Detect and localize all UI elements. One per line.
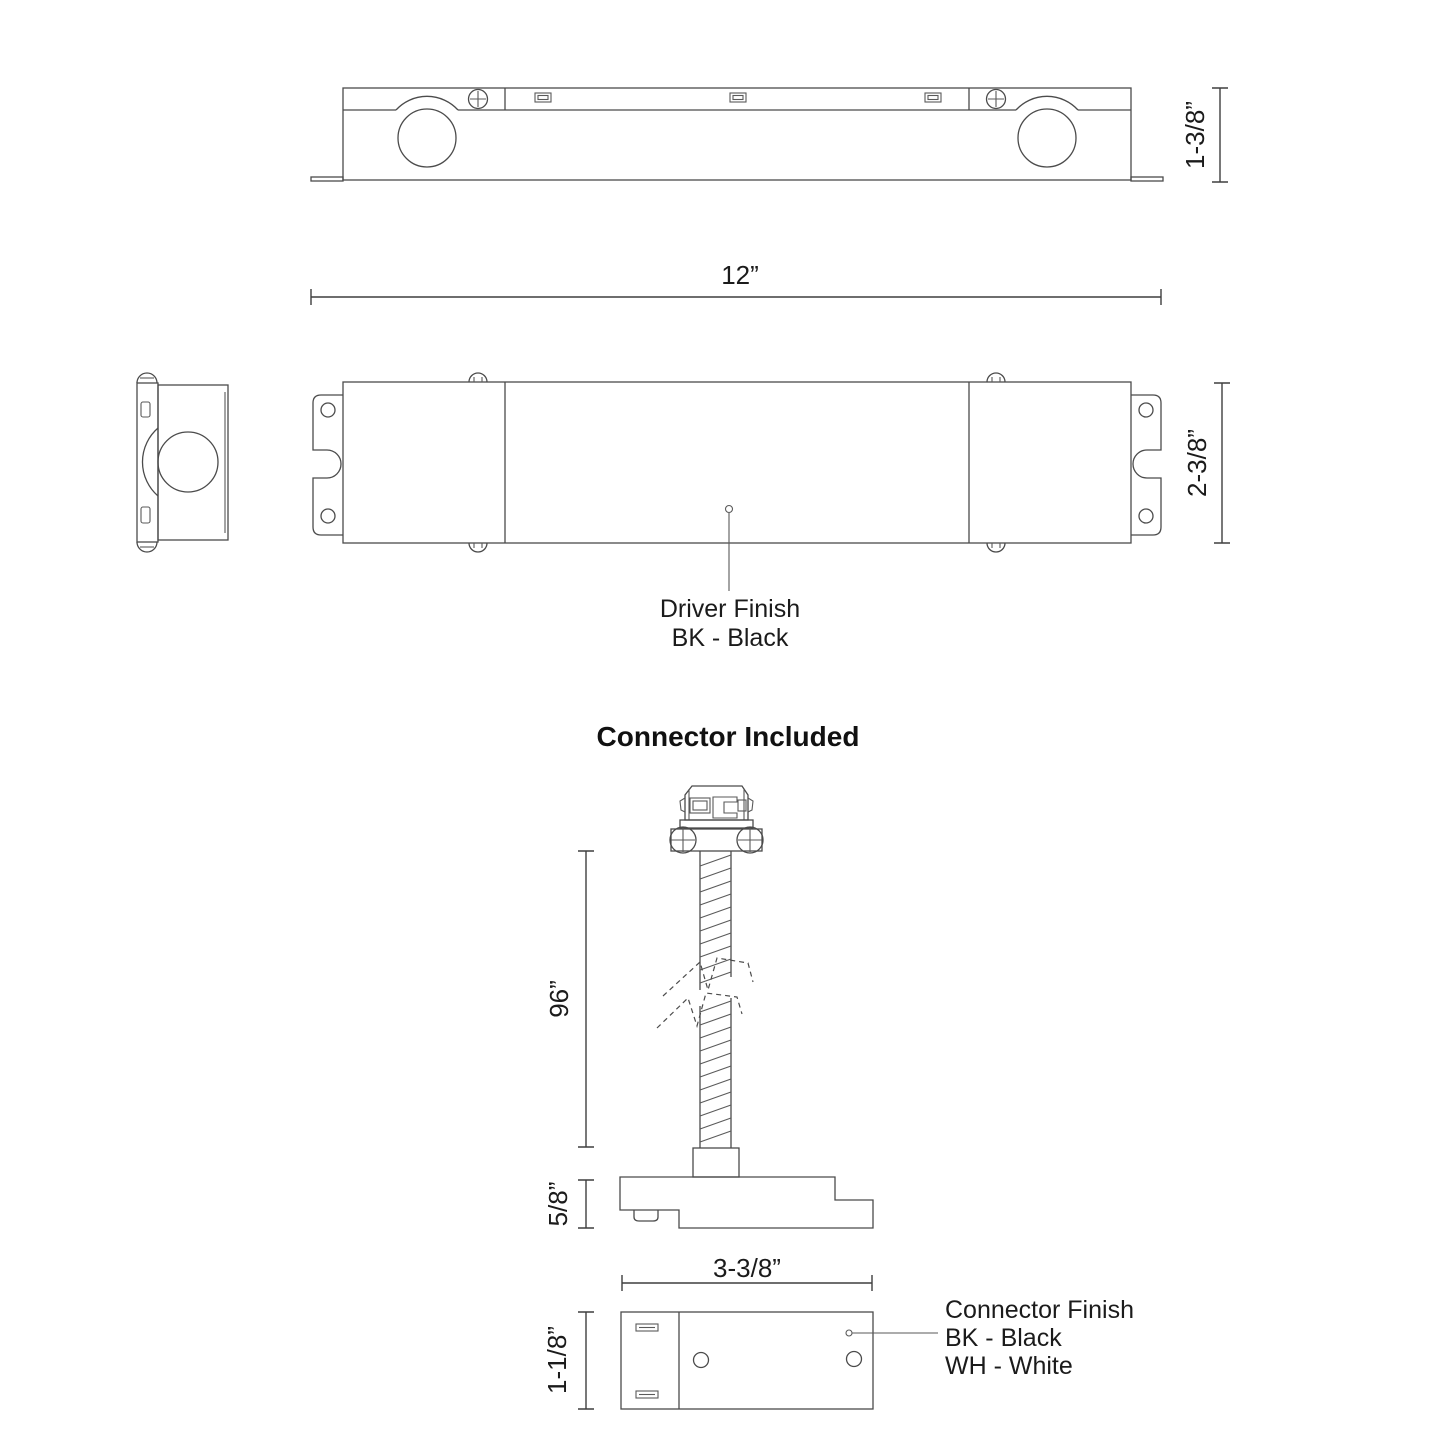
- driver-top-view: [310, 87, 1164, 182]
- connector-assembly-view: [619, 785, 874, 1229]
- driver-side-view: [136, 372, 229, 553]
- phillips-screw-icon: [736, 826, 764, 854]
- plug-collar: [679, 819, 754, 829]
- side-slot: [140, 506, 151, 524]
- side-flange-strip: [136, 382, 159, 543]
- connector-finish-label: Connector Finish BK - Black WH - White: [945, 1296, 1134, 1380]
- knockout-circle-right: [1017, 108, 1077, 168]
- tab-hole: [320, 402, 336, 418]
- base-side-profile: [619, 1176, 874, 1229]
- dim-driver-depth: 2-3/8”: [1182, 382, 1230, 544]
- tab-hole: [1138, 508, 1154, 524]
- driver-front-view: [312, 372, 1162, 591]
- driver-finish-option: BK - Black: [672, 624, 789, 652]
- plug-port: [689, 797, 711, 814]
- leader-dot: [724, 504, 734, 514]
- dim-label-base-height: 5/8”: [543, 1182, 573, 1227]
- knockout-arc-left: [395, 95, 459, 111]
- plug-face-edges: [688, 789, 745, 820]
- edge-screw-icon: [986, 372, 1006, 383]
- screw-dome-icon: [136, 541, 158, 553]
- mounting-tab-right: [1131, 394, 1162, 536]
- dim-label-cable-length: 96”: [544, 980, 574, 1018]
- dim-label-base-length: 3-3/8”: [713, 1253, 781, 1283]
- knockout-circle-left: [397, 108, 457, 168]
- side-knockout-arc: [141, 427, 159, 497]
- driver-front-body: [342, 381, 1132, 544]
- dim-label-driver-depth: 2-3/8”: [1182, 429, 1212, 497]
- tab-hole: [320, 508, 336, 524]
- mounting-foot-right: [1130, 176, 1164, 182]
- mounting-tab-left: [312, 394, 343, 536]
- dim-base-length: 3-3/8”: [621, 1253, 873, 1291]
- edge-screw-icon: [986, 542, 1006, 553]
- tab-hole: [1138, 402, 1154, 418]
- phillips-screw-icon: [985, 88, 1007, 110]
- knockout-arc-right: [1015, 95, 1079, 111]
- break-symbol: [656, 957, 754, 1029]
- cable-lower: [699, 998, 732, 1148]
- phillips-screw-icon: [467, 88, 489, 110]
- connector-finish-title: Connector Finish: [945, 1296, 1134, 1324]
- connector-heading: Connector Included: [597, 721, 860, 752]
- base-slots: [635, 1323, 659, 1399]
- plug-port-small: [737, 799, 747, 812]
- base-bottom-body: [620, 1311, 874, 1410]
- connector-base-bottom-view: [620, 1311, 938, 1410]
- base-hole: [845, 1350, 863, 1368]
- strain-relief: [692, 1147, 740, 1178]
- plug-keyway: [712, 796, 738, 819]
- plug-port-inner: [692, 800, 708, 811]
- base-tab: [633, 1210, 659, 1222]
- base-hole: [692, 1351, 710, 1369]
- side-knockout-circle: [157, 431, 219, 493]
- dim-label-driver-height: 1-3/8”: [1180, 101, 1210, 169]
- edge-screw-icon: [468, 542, 488, 553]
- leader-dot: [845, 1329, 853, 1337]
- dim-label-base-width: 1-1/8”: [542, 1326, 572, 1394]
- connector-finish-option-bk: BK - Black: [945, 1324, 1062, 1352]
- dim-cable-length: 96”: [544, 850, 594, 1148]
- screw-dome-icon: [136, 372, 158, 384]
- cable-upper: [699, 851, 732, 990]
- dim-driver-height: 1-3/8”: [1180, 87, 1228, 183]
- phillips-screw-icon: [669, 826, 697, 854]
- dim-label-driver-length: 12”: [721, 260, 759, 290]
- strip-dividers: [504, 88, 970, 110]
- dim-base-width: 1-1/8”: [542, 1311, 594, 1410]
- edge-screw-icon: [468, 372, 488, 383]
- connector-finish-option-wh: WH - White: [945, 1352, 1073, 1380]
- dim-base-height: 5/8”: [543, 1179, 594, 1229]
- plug-side-tabs: [679, 797, 754, 813]
- side-slot: [140, 401, 151, 418]
- driver-top-body: [342, 87, 1132, 181]
- dim-driver-length: 12”: [310, 260, 1162, 305]
- strip-slots: [534, 92, 942, 103]
- front-dividers: [504, 382, 970, 543]
- driver-finish-label: Driver Finish BK - Black: [660, 595, 800, 652]
- driver-finish-title: Driver Finish: [660, 595, 800, 623]
- mounting-foot-left: [310, 176, 344, 182]
